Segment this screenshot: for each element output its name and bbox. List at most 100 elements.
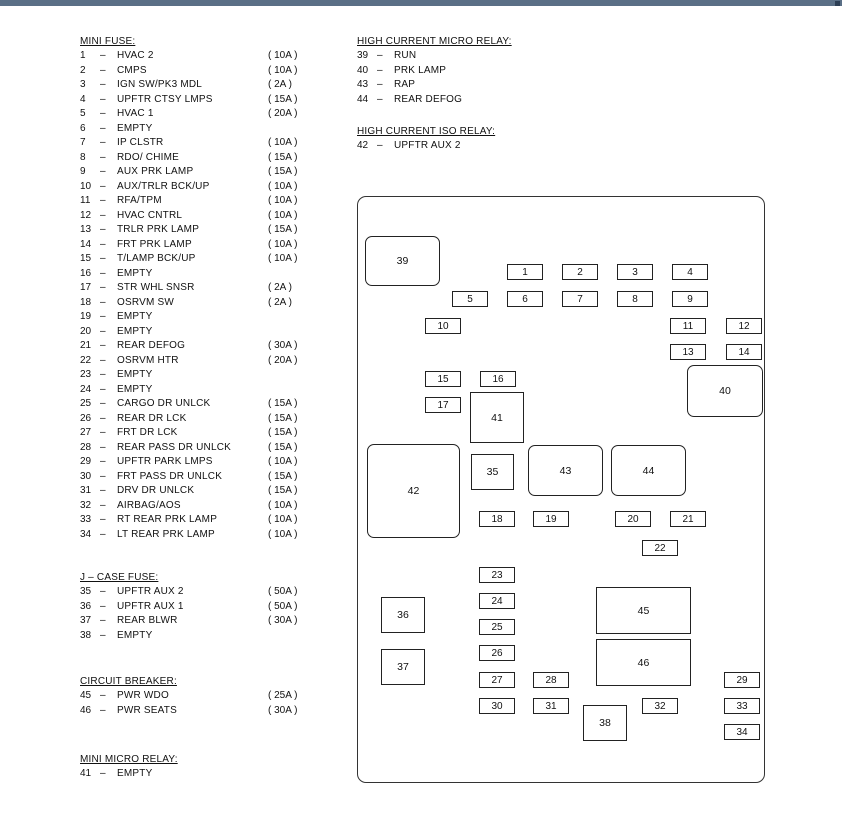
mini-fuse-row-30: 30–FRT PASS DR UNLCK( 15A ) [80, 470, 340, 485]
diagram-slot-34: 34 [724, 724, 760, 740]
mini-fuse-row-24: 24–EMPTY [80, 383, 340, 398]
j-case-fuse-row-37: 37–REAR BLWR( 30A ) [80, 614, 340, 629]
legend-entry-dash: – [100, 180, 106, 192]
legend-entry-dash: – [100, 108, 106, 119]
legend-entry-dash: – [100, 600, 106, 612]
legend-entry-number: 20 [80, 325, 92, 337]
circuit-breaker-legend: CIRCUIT BREAKER: 45–PWR WDO( 25A )46–PWR… [80, 674, 340, 718]
legend-entry-dash: – [100, 340, 106, 351]
diagram-slot-14: 14 [726, 344, 762, 360]
mini-fuse-row-21: 21–REAR DEFOG( 30A ) [80, 339, 340, 354]
high-current-iso-relay-legend: HIGH CURRENT ISO RELAY: 42–UPFTR AUX 2 [357, 124, 617, 154]
legend-entry-name: RT REAR PRK LAMP [117, 514, 218, 525]
legend-entry-name: EMPTY [117, 267, 153, 279]
legend-entry-number: 10 [80, 180, 92, 192]
legend-entry-dash: – [100, 267, 106, 279]
legend-entry-dash: – [100, 369, 106, 380]
legend-entry-dash: – [100, 79, 106, 90]
mini-fuse-legend: MINI FUSE: 1–HVAC 2( 10A )2–CMPS( 10A )3… [80, 34, 340, 542]
legend-entry-number: 39 [357, 50, 369, 61]
diagram-slot-13: 13 [670, 344, 706, 360]
diagram-slot-1: 1 [507, 264, 543, 280]
mini-fuse-row-12: 12–HVAC CNTRL( 10A ) [80, 209, 340, 224]
mini-fuse-row-25: 25–CARGO DR UNLCK( 15A ) [80, 397, 340, 412]
legend-entry-number: 25 [80, 398, 92, 409]
mini-fuse-row-2: 2–CMPS( 10A ) [80, 64, 340, 79]
legend-entry-number: 31 [80, 485, 92, 496]
mini-fuse-row-27: 27–FRT DR LCK( 15A ) [80, 426, 340, 441]
legend-entry-rating: ( 15A ) [268, 470, 298, 482]
legend-entry-number: 8 [80, 151, 86, 163]
legend-entry-dash: – [100, 629, 106, 641]
mini-fuse-row-23: 23–EMPTY [80, 368, 340, 383]
mini-fuse-row-13: 13–TRLR PRK LAMP( 15A ) [80, 223, 340, 238]
legend-entry-rating: ( 50A ) [268, 600, 298, 612]
diagram-slot-19: 19 [533, 511, 569, 527]
legend-entry-number: 17 [80, 282, 92, 293]
legend-entry-number: 3 [80, 79, 86, 90]
diagram-slot-6: 6 [507, 291, 543, 307]
legend-entry-number: 16 [80, 267, 92, 279]
mini-fuse-row-7: 7–IP CLSTR( 10A ) [80, 136, 340, 151]
mini-fuse-row-9: 9–AUX PRK LAMP( 15A ) [80, 165, 340, 180]
legend-entry-name: REAR PASS DR UNLCK [117, 441, 231, 453]
legend-entry-number: 15 [80, 253, 92, 264]
j-case-fuse-row-38: 38–EMPTY [80, 629, 340, 644]
diagram-slot-2: 2 [562, 264, 598, 280]
legend-entry-number: 22 [80, 354, 92, 366]
legend-entry-number: 21 [80, 340, 92, 351]
legend-entry-dash: – [100, 441, 106, 453]
legend-entry-name: EMPTY [117, 311, 153, 322]
legend-entry-number: 9 [80, 166, 86, 177]
j-case-fuse-legend: J – CASE FUSE: 35–UPFTR AUX 2( 50A )36–U… [80, 570, 340, 643]
legend-entry-rating: ( 10A ) [268, 238, 298, 250]
mini-fuse-row-4: 4–UPFTR CTSY LMPS( 15A ) [80, 93, 340, 108]
legend-entry-dash: – [100, 690, 106, 701]
legend-entry-dash: – [100, 354, 106, 366]
legend-entry-dash: – [100, 195, 106, 206]
legend-entry-name: T/LAMP BCK/UP [117, 253, 196, 264]
circuit-breaker-title: CIRCUIT BREAKER: [80, 676, 177, 687]
legend-entry-number: 42 [357, 140, 369, 151]
legend-entry-number: 36 [80, 600, 92, 612]
legend-entry-dash: – [100, 282, 106, 293]
diagram-slot-27: 27 [479, 672, 515, 688]
diagram-slot-35: 35 [471, 454, 514, 490]
j-case-fuse-row-35: 35–UPFTR AUX 2( 50A ) [80, 585, 340, 600]
mini-fuse-row-29: 29–UPFTR PARK LMPS( 10A ) [80, 455, 340, 470]
legend-entry-dash: – [100, 514, 106, 525]
legend-entry-name: PWR WDO [117, 690, 169, 701]
legend-entry-name: RUN [394, 50, 417, 61]
diagram-slot-23: 23 [479, 567, 515, 583]
legend-entry-rating: ( 15A ) [268, 151, 298, 163]
header-bar [0, 0, 842, 6]
legend-entry-name: UPFTR AUX 1 [117, 600, 184, 612]
legend-entry-dash: – [377, 64, 383, 76]
legend-entry-number: 5 [80, 108, 86, 119]
mini-fuse-row-32: 32–AIRBAG/AOS( 10A ) [80, 499, 340, 514]
legend-entry-number: 26 [80, 412, 92, 424]
legend-entry-dash: – [100, 499, 106, 511]
diagram-slot-18: 18 [479, 511, 515, 527]
legend-entry-rating: ( 2A ) [268, 282, 292, 293]
legend-entry-rating: ( 10A ) [268, 456, 298, 467]
mini-micro-relay-title: MINI MICRO RELAY: [80, 754, 178, 765]
high-current-micro-relay-row-40: 40–PRK LAMP [357, 64, 617, 79]
diagram-slot-43: 43 [528, 445, 603, 496]
legend-entry-number: 19 [80, 311, 92, 322]
legend-entry-number: 13 [80, 224, 92, 235]
legend-entry-number: 1 [80, 50, 86, 61]
diagram-slot-20: 20 [615, 511, 651, 527]
diagram-slot-26: 26 [479, 645, 515, 661]
legend-entry-dash: – [100, 427, 106, 438]
diagram-slot-29: 29 [724, 672, 760, 688]
mini-fuse-row-11: 11–RFA/TPM( 10A ) [80, 194, 340, 209]
legend-entry-dash: – [100, 166, 106, 177]
legend-entry-rating: ( 10A ) [268, 137, 298, 148]
diagram-slot-39: 39 [365, 236, 440, 286]
legend-entry-name: PWR SEATS [117, 704, 177, 716]
mini-fuse-row-8: 8–RDO/ CHIME( 15A ) [80, 151, 340, 166]
circuit-breaker-row-46: 46–PWR SEATS( 30A ) [80, 704, 340, 719]
